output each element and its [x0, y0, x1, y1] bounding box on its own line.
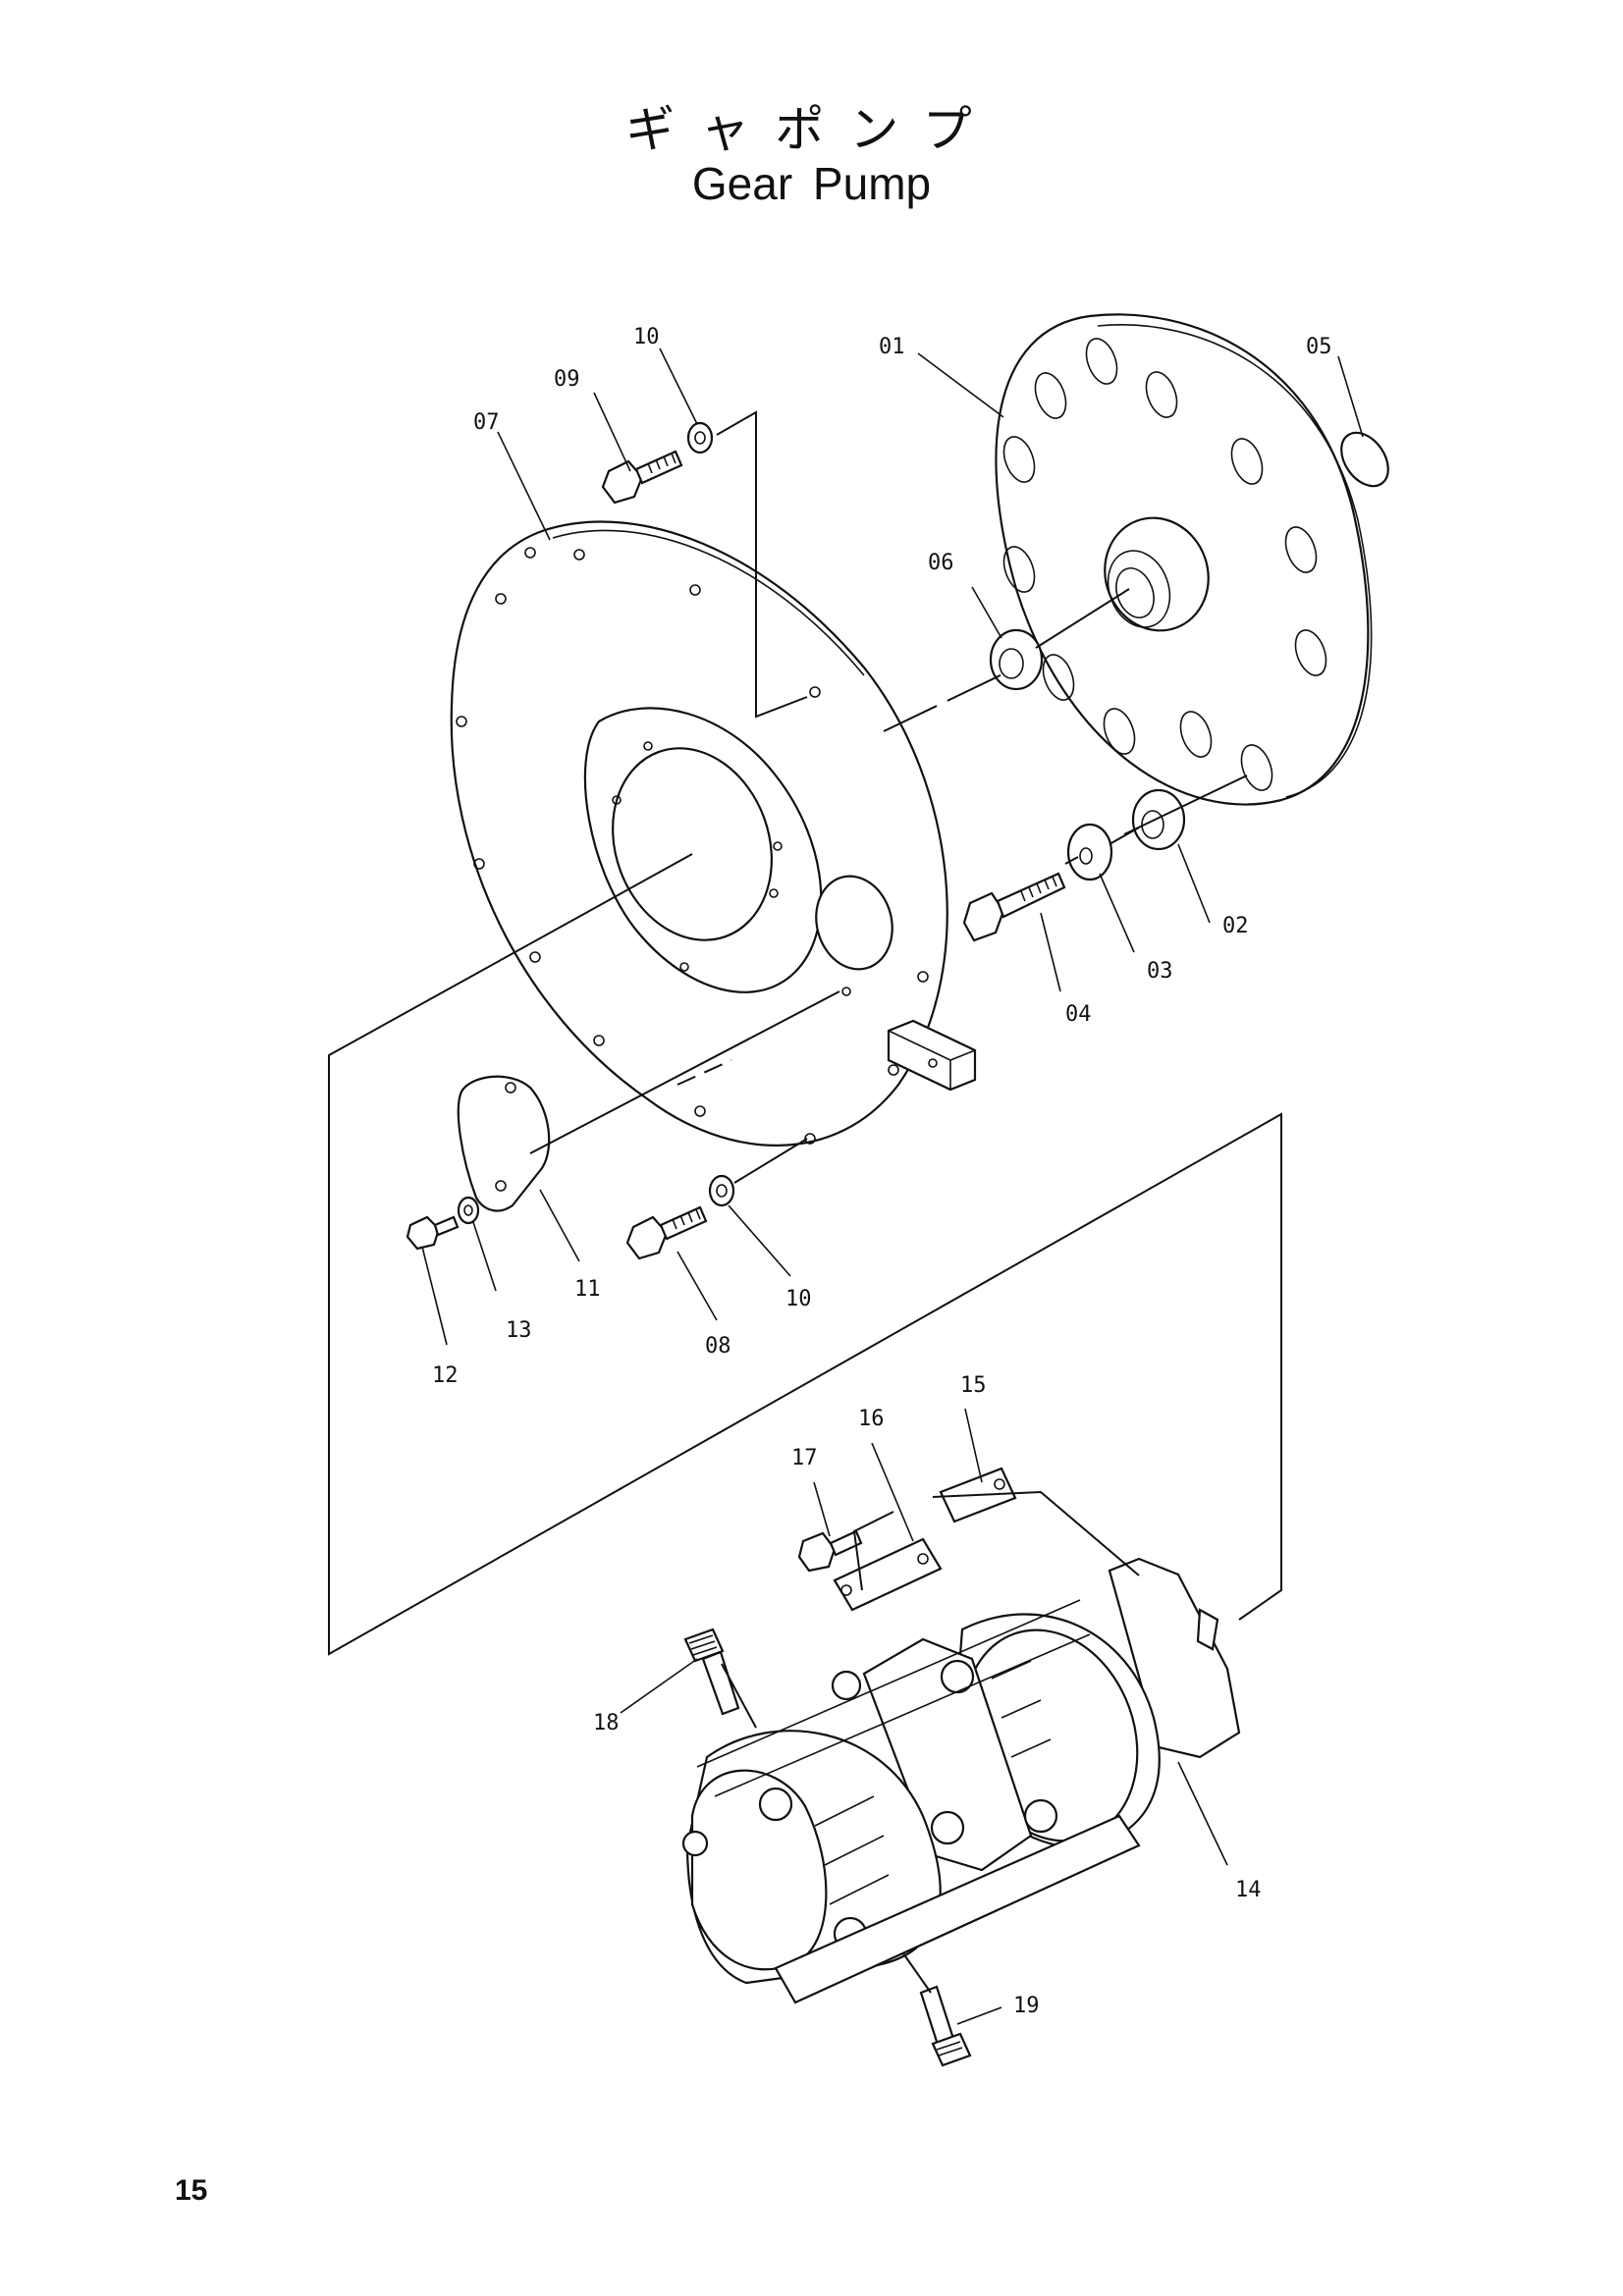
part-bearing [989, 628, 1044, 691]
callout-02: 02 [1222, 914, 1249, 938]
callout-03: 03 [1147, 959, 1173, 984]
callout-19: 19 [1013, 1994, 1040, 2018]
part-bolt-17 [797, 1529, 863, 1573]
part-screw-19 [919, 1985, 972, 2067]
part-cover-plate [457, 1075, 551, 1212]
part-flywheel-plate [450, 520, 948, 1147]
part-key-block [887, 1019, 977, 1092]
callout-10-top: 10 [633, 325, 660, 349]
callout-04: 04 [1065, 1002, 1092, 1027]
part-gear-pump-assembly [681, 1557, 1241, 2004]
callout-09: 09 [554, 367, 580, 392]
part-washer-10-bottom [708, 1174, 735, 1207]
part-bracket-16 [833, 1537, 943, 1612]
part-washer-10-top [686, 421, 714, 454]
leader-lines [328, 347, 1364, 2025]
part-bolt-08 [625, 1205, 708, 1260]
callout-18: 18 [593, 1711, 620, 1735]
callout-08: 08 [705, 1334, 731, 1359]
part-screw-18 [683, 1628, 740, 1716]
callout-13: 13 [506, 1318, 532, 1343]
callout-16: 16 [858, 1407, 885, 1431]
part-bolt-04 [962, 872, 1066, 942]
part-washer-13 [457, 1196, 480, 1225]
callout-05: 05 [1306, 335, 1332, 359]
page-title: Gear Pump [691, 158, 932, 209]
part-bearing-small [1131, 788, 1186, 851]
page-title-japanese: ギャポンプ [625, 101, 998, 158]
callout-11: 11 [574, 1277, 601, 1302]
callout-07: 07 [473, 410, 500, 435]
part-washer [1066, 823, 1113, 881]
callout-12: 12 [432, 1363, 459, 1388]
callout-15: 15 [960, 1373, 987, 1398]
part-bolt-09 [601, 450, 683, 505]
part-bolt-12 [406, 1215, 460, 1251]
part-coupling-disc [995, 313, 1373, 806]
callout-06: 06 [928, 551, 954, 575]
callout-10-bottom: 10 [785, 1287, 812, 1311]
callout-01: 01 [879, 335, 905, 359]
page-number: 15 [175, 2174, 208, 2207]
part-plug [1340, 431, 1389, 488]
callout-14: 14 [1235, 1878, 1262, 1902]
callout-17: 17 [791, 1446, 818, 1470]
